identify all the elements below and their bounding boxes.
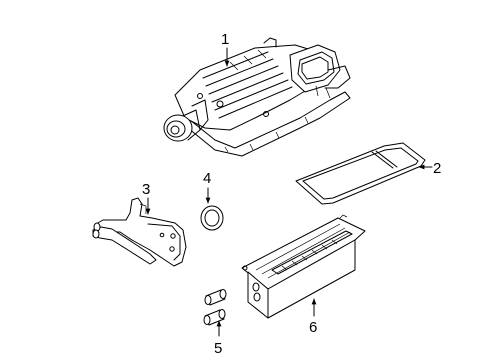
callout-1: 1: [221, 31, 230, 67]
svg-text:3: 3: [142, 181, 150, 198]
supercharger-part[interactable]: [163, 37, 351, 157]
svg-text:2: 2: [433, 160, 441, 177]
svg-text:1: 1: [221, 31, 229, 48]
svg-text:6: 6: [309, 319, 317, 336]
callout-4: 4: [203, 170, 211, 204]
callout-6: 6: [309, 298, 317, 336]
plug-part[interactable]: [203, 289, 227, 326]
gasket-part[interactable]: [295, 142, 426, 205]
o-ring-part[interactable]: [200, 205, 224, 231]
svg-text:5: 5: [214, 340, 222, 357]
callout-2: 2: [418, 160, 441, 177]
callout-3: 3: [142, 181, 151, 215]
intercooler-part[interactable]: [241, 214, 366, 319]
callout-5: 5: [214, 320, 222, 357]
svg-text:4: 4: [203, 170, 211, 187]
bracket-part[interactable]: [92, 197, 187, 267]
